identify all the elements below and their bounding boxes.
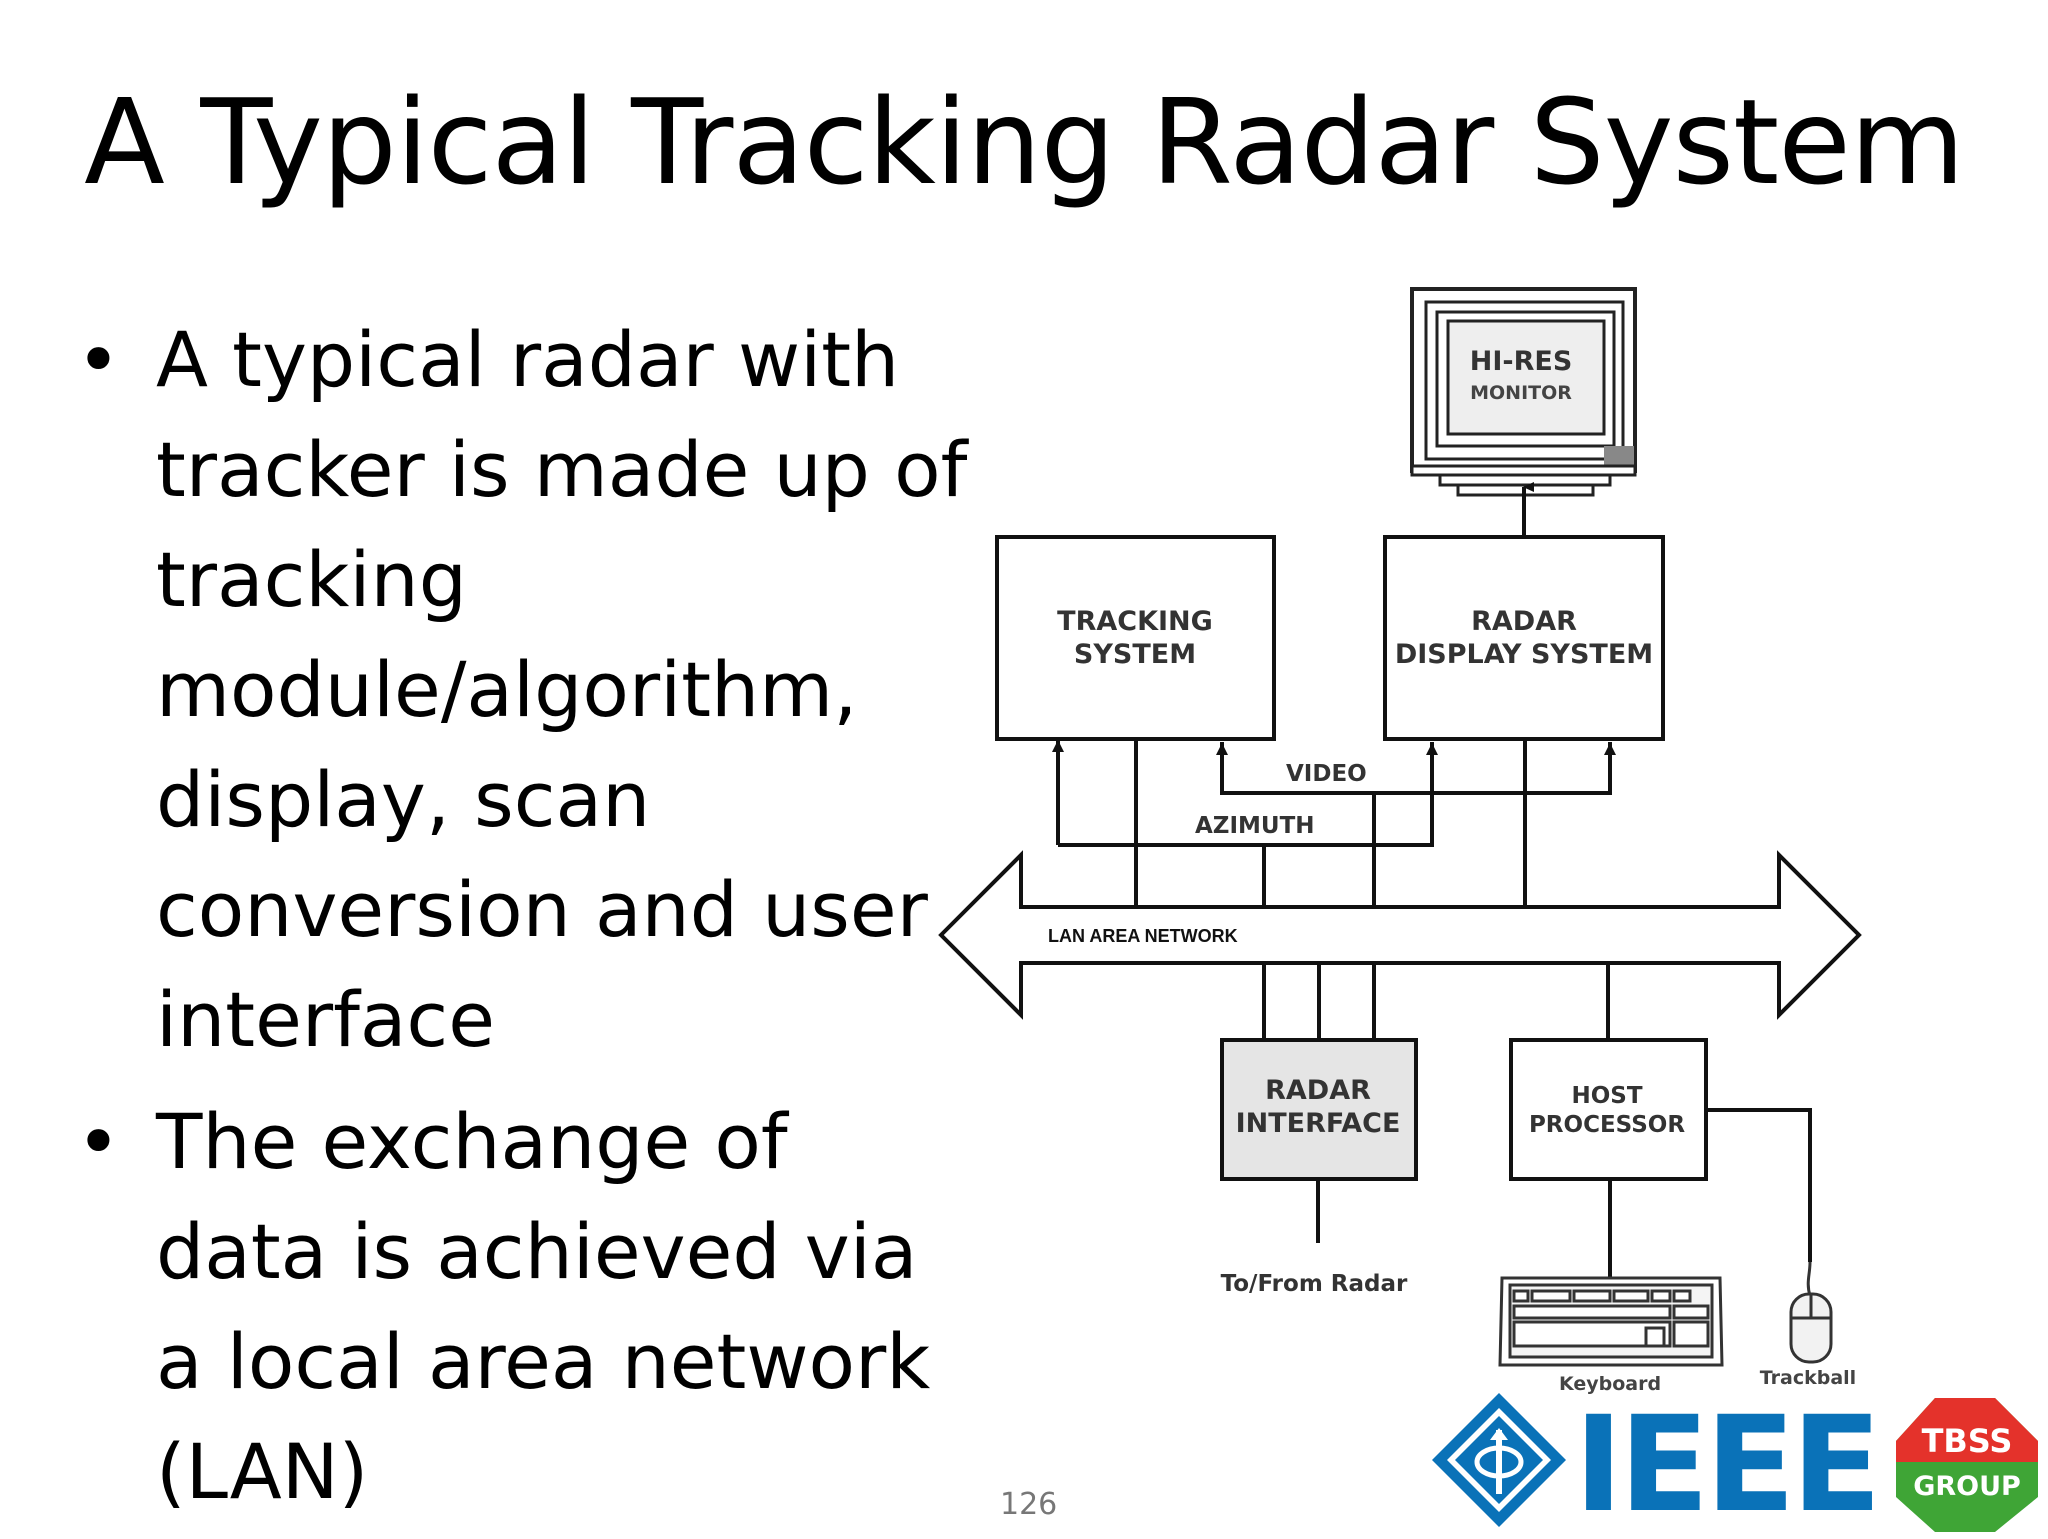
to-from-radar-label: To/From Radar bbox=[1221, 1271, 1408, 1297]
bullet-text: A typical radar with tracker is made up … bbox=[156, 315, 968, 1064]
radar-display-label-line2: DISPLAY SYSTEM bbox=[1395, 639, 1653, 670]
keyboard-icon bbox=[1498, 1276, 1724, 1367]
host-processor-label-line1: HOST bbox=[1571, 1083, 1642, 1109]
bullet-dot-icon: • bbox=[76, 315, 121, 404]
ieee-logo: IEEE bbox=[1432, 1388, 1882, 1536]
slide-title: A Typical Tracking Radar System bbox=[84, 73, 1965, 211]
radar-display-label-line1: RADAR bbox=[1471, 606, 1577, 637]
tbss-group-logo: TBSS GROUP bbox=[1896, 1398, 2038, 1532]
host-processor-box: HOST PROCESSOR bbox=[1509, 1038, 1708, 1181]
hi-res-monitor: HI-RES MONITOR bbox=[1410, 287, 1637, 497]
tracking-system-box: TRACKING SYSTEM bbox=[995, 535, 1276, 741]
bullet-item: • The exchange of data is achieved via a… bbox=[68, 1087, 968, 1527]
trackball-icon bbox=[1789, 1261, 1833, 1364]
tbss-logo-top: TBSS bbox=[1922, 1422, 2013, 1460]
video-label: VIDEO bbox=[1286, 761, 1367, 787]
tracking-system-label-line2: SYSTEM bbox=[1074, 639, 1196, 670]
azimuth-label: AZIMUTH bbox=[1195, 813, 1315, 839]
tracking-system-label-line1: TRACKING bbox=[1057, 606, 1213, 637]
trackball-label: Trackball bbox=[1760, 1367, 1856, 1389]
tbss-logo-bottom: GROUP bbox=[1913, 1471, 2021, 1502]
radar-display-system-box: RADAR DISPLAY SYSTEM bbox=[1383, 535, 1665, 741]
monitor-label-line2: MONITOR bbox=[1470, 382, 1572, 404]
upper-connections bbox=[1056, 739, 1612, 905]
radar-interface-label-line1: RADAR bbox=[1265, 1075, 1371, 1106]
radar-interface-box: RADAR INTERFACE bbox=[1220, 1038, 1418, 1181]
keyboard-label: Keyboard bbox=[1559, 1373, 1661, 1395]
bullet-item: • A typical radar with tracker is made u… bbox=[68, 305, 968, 1075]
lan-label: LAN AREA NETWORK bbox=[1048, 926, 1238, 946]
page-number: 126 bbox=[1000, 1487, 1058, 1522]
monitor-label-line1: HI-RES bbox=[1470, 346, 1573, 377]
host-processor-label-line2: PROCESSOR bbox=[1529, 1112, 1685, 1138]
bullet-text: The exchange of data is achieved via a l… bbox=[156, 1097, 931, 1516]
bullet-dot-icon: • bbox=[76, 1097, 121, 1186]
lan-bus: LAN AREA NETWORK bbox=[938, 850, 1862, 1020]
lower-connections bbox=[1262, 963, 1812, 1282]
bullet-list: • A typical radar with tracker is made u… bbox=[68, 305, 968, 1539]
ieee-logo-text: IEEE bbox=[1574, 1388, 1878, 1536]
radar-interface-label-line2: INTERFACE bbox=[1236, 1108, 1401, 1139]
